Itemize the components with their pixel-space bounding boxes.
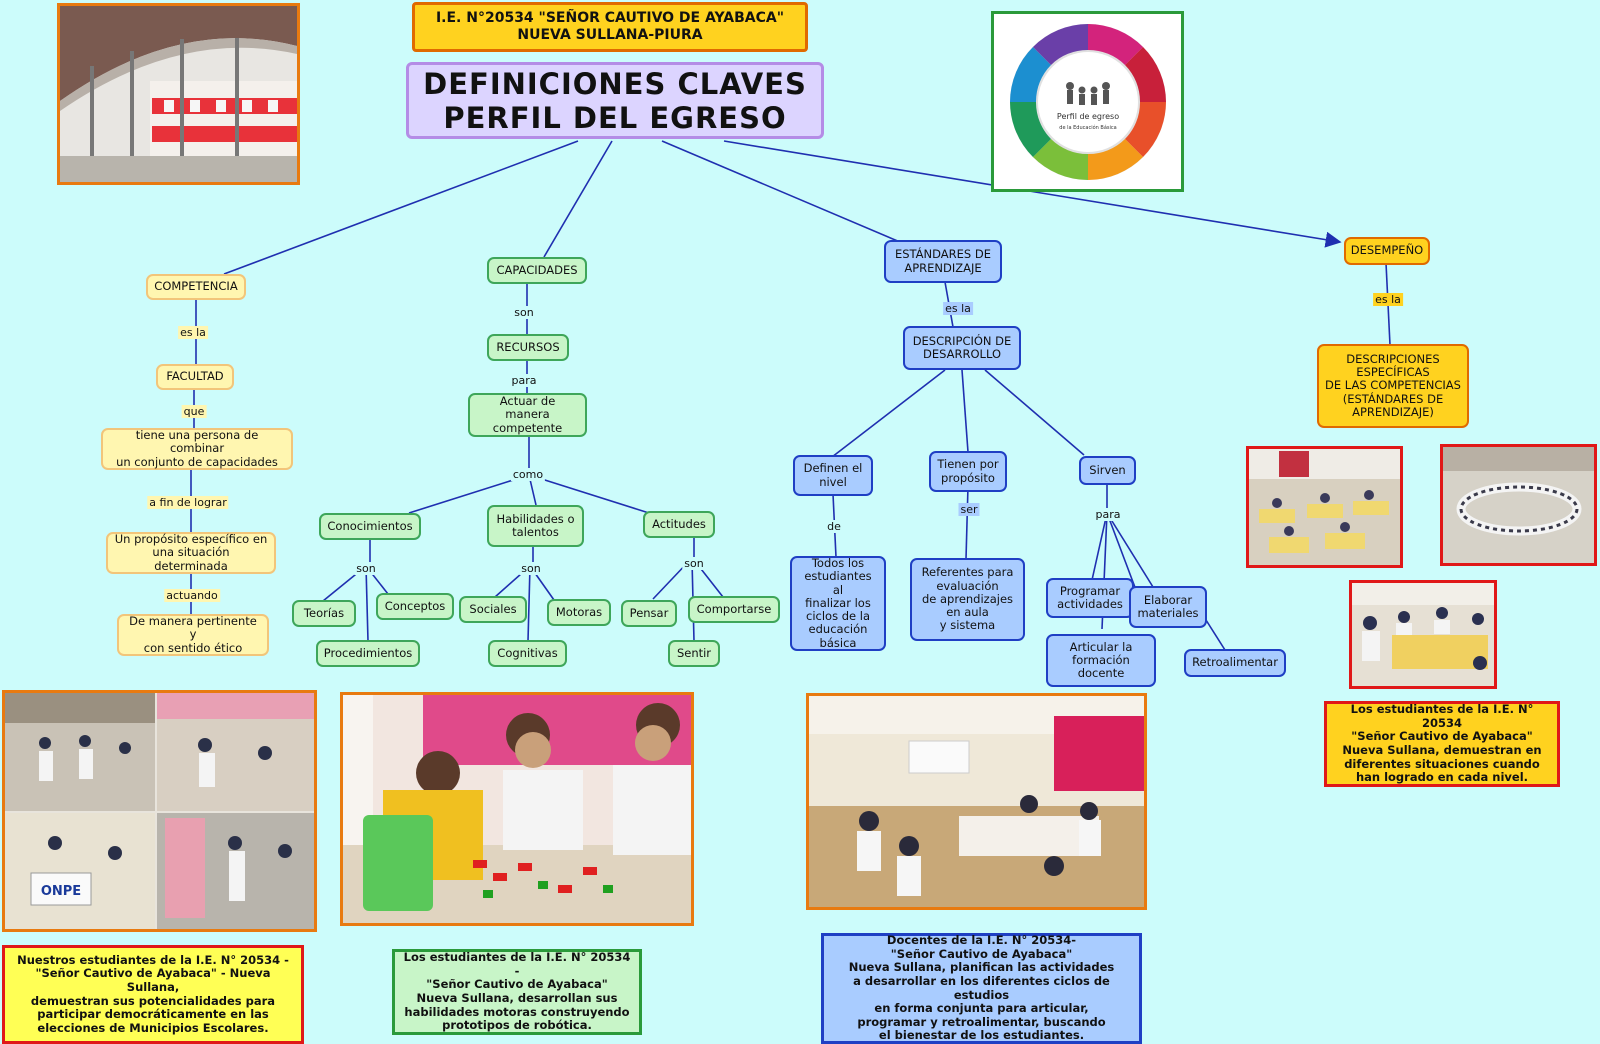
node-articular: Articular la formación docente: [1046, 634, 1156, 687]
node-comportarse: Comportarse: [688, 596, 780, 623]
node-def-competencia: tiene una persona de combinar un conjunt…: [101, 428, 293, 470]
node-pensar: Pensar: [621, 600, 677, 627]
link-es-la-estandares: es la: [943, 302, 973, 315]
node-conocimientos: Conocimientos: [319, 513, 421, 540]
school-building-photo: [57, 3, 300, 185]
elections-collage-illustration: ONPE: [5, 693, 314, 929]
perfil-egreso-logo: Perfil de egreso de la Educación Básica: [991, 11, 1184, 192]
node-sirven: Sirven: [1079, 456, 1136, 485]
classroom-illustration: [1249, 449, 1400, 565]
page-title: DEFINICIONES CLAVES PERFIL DEL EGRESO: [406, 62, 824, 139]
robotics-photo: [340, 692, 694, 926]
link-como: como: [510, 468, 546, 481]
link-son-capacidades: son: [512, 306, 536, 319]
node-estandares: ESTÁNDARES DE APRENDIZAJE: [884, 240, 1002, 283]
node-recursos: RECURSOS: [487, 334, 569, 361]
circle-activity-illustration: [1443, 447, 1594, 563]
node-descripcion: DESCRIPCIÓN DE DESARROLLO: [903, 326, 1021, 370]
title-line-1: DEFINICIONES CLAVES: [423, 66, 807, 101]
caption-elections: Nuestros estudiantes de la I.E. N° 20534…: [2, 945, 304, 1044]
node-sociales: Sociales: [459, 596, 527, 623]
link-actuando: actuando: [164, 589, 220, 602]
node-actuar: Actuar de manera competente: [468, 393, 587, 437]
node-definen: Definen el nivel: [793, 455, 873, 496]
node-facultad: FACULTAD: [156, 364, 234, 390]
node-programar: Programar actividades: [1046, 578, 1134, 618]
link-a-fin-de-lograr: a fin de lograr: [147, 496, 229, 509]
node-sentir: Sentir: [668, 640, 720, 667]
node-motoras: Motoras: [547, 599, 611, 626]
teachers-meeting-illustration: [809, 696, 1144, 907]
caption-teachers: Docentes de la I.E. N° 20534- "Señor Cau…: [821, 933, 1142, 1044]
group-work-illustration: [1352, 583, 1494, 686]
classroom-photo-1: [1246, 446, 1403, 568]
node-descripciones-especificas: DESCRIPCIONES ESPECÍFICAS DE LAS COMPETE…: [1317, 344, 1469, 428]
node-elaborar: Elaborar materiales: [1129, 586, 1207, 628]
logo-title: Perfil de egreso: [1057, 112, 1119, 121]
link-son-conocimientos: son: [354, 562, 378, 575]
node-conceptos: Conceptos: [376, 593, 454, 620]
school-name: I.E. N°20534 "SEÑOR CAUTIVO DE AYABACA": [435, 10, 785, 26]
circle-activity-photo: [1440, 444, 1597, 566]
node-actitudes: Actitudes: [643, 511, 715, 538]
puzzle-ring-logo: Perfil de egreso de la Educación Básica: [1010, 24, 1166, 180]
onpe-ballot-label: ONPE: [41, 884, 81, 899]
link-ser: ser: [958, 503, 980, 516]
node-competencia: COMPETENCIA: [146, 274, 246, 300]
node-habilidades: Habilidades o talentos: [487, 505, 584, 547]
caption-students-levels: Los estudiantes de la I.E. N° 20534 "Señ…: [1324, 701, 1560, 787]
node-capacidades: CAPACIDADES: [487, 257, 587, 284]
elections-collage-photo: ONPE: [2, 690, 317, 932]
node-procedimientos: Procedimientos: [316, 640, 420, 667]
link-es-la-competencia: es la: [178, 326, 208, 339]
node-todos: Todos los estudiantes al finalizar los c…: [790, 556, 886, 651]
link-es-la-desempeno: es la: [1373, 293, 1403, 306]
school-building-illustration: [60, 6, 297, 182]
node-retroalimentar: Retroalimentar: [1184, 649, 1286, 677]
school-name-banner: I.E. N°20534 "SEÑOR CAUTIVO DE AYABACA" …: [412, 2, 808, 52]
node-manera: De manera pertinente y con sentido ético: [117, 614, 269, 656]
link-de: de: [825, 520, 843, 533]
link-para-sirven: para: [1093, 508, 1123, 521]
link-para-recursos: para: [509, 374, 539, 387]
school-location: NUEVA SULLANA-PIURA: [517, 27, 703, 43]
link-son-habilidades: son: [519, 562, 543, 575]
node-desempeno: DESEMPEÑO: [1344, 237, 1430, 265]
node-proposito: Un propósito específico en una situación…: [106, 532, 276, 574]
link-son-actitudes: son: [682, 557, 706, 570]
robotics-illustration: [343, 695, 691, 923]
classroom-photo-2: [1349, 580, 1497, 689]
node-tienen: Tienen por propósito: [929, 451, 1007, 492]
logo-subtitle: de la Educación Básica: [1059, 124, 1116, 131]
teachers-meeting-photo: [806, 693, 1147, 910]
link-que: que: [181, 405, 207, 418]
title-line-2: PERFIL DEL EGRESO: [443, 100, 787, 135]
node-cognitivas: Cognitivas: [488, 640, 567, 667]
caption-robotics: Los estudiantes de la I.E. N° 20534 - "S…: [392, 949, 642, 1035]
node-referentes: Referentes para evaluación de aprendizaj…: [910, 558, 1025, 641]
node-teorias: Teorías: [292, 600, 356, 627]
